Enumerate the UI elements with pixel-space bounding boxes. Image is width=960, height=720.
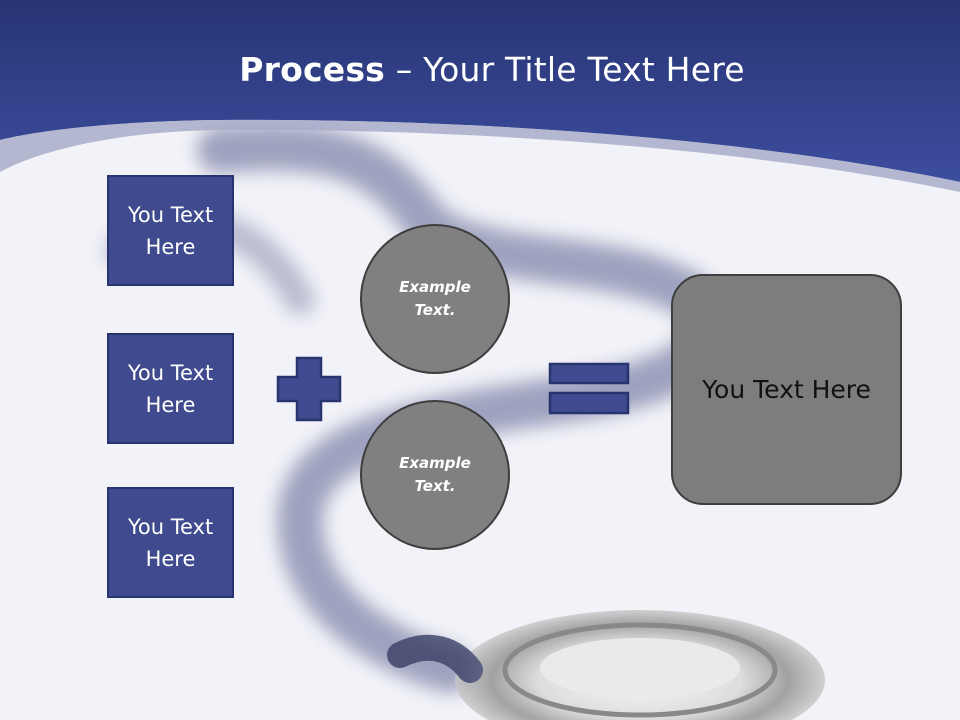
plus-icon [276, 356, 342, 422]
input-box-2-line2: Here [145, 392, 196, 417]
example-circle-2-line2: Text. [414, 477, 456, 495]
equals-icon [548, 362, 630, 415]
input-box-3-line2: Here [145, 546, 196, 571]
example-circle-1-line2: Text. [414, 301, 456, 319]
input-box-2: You Text Here [107, 333, 234, 444]
result-box: You Text Here [671, 274, 902, 505]
example-circle-1: Example Text. [360, 224, 510, 374]
slide-title: Process – Your Title Text Here [0, 50, 960, 89]
title-bold: Process [239, 50, 386, 89]
example-circle-2-line1: Example [399, 454, 471, 472]
input-box-1-line2: Here [145, 234, 196, 259]
example-circle-1-line1: Example [399, 278, 471, 296]
input-box-1: You Text Here [107, 175, 234, 286]
input-box-3: You Text Here [107, 487, 234, 598]
input-box-3-line1: You Text [127, 514, 214, 539]
result-label: You Text Here [702, 375, 871, 404]
input-box-1-line1: You Text [127, 202, 214, 227]
input-box-2-line1: You Text [127, 360, 214, 385]
example-circle-2: Example Text. [360, 400, 510, 550]
title-rest: – Your Title Text Here [385, 50, 745, 89]
